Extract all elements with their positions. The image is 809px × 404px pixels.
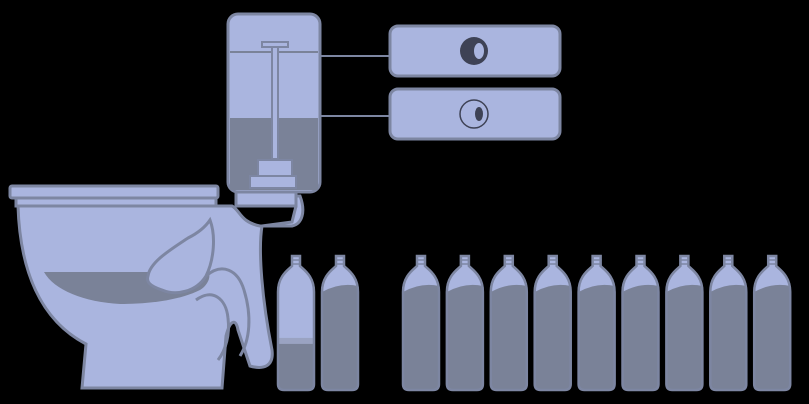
bottle-air xyxy=(278,286,314,340)
water-bottle xyxy=(401,254,441,392)
toilet-bowl xyxy=(16,194,305,390)
bottle-water xyxy=(710,284,747,390)
bottle-edge xyxy=(489,254,529,392)
seat-lid xyxy=(8,184,220,200)
bottle-water xyxy=(578,284,615,390)
bottle-water xyxy=(666,284,703,390)
bottles xyxy=(276,254,792,392)
water-bottle xyxy=(621,254,660,392)
bottle-water xyxy=(622,284,659,390)
bottle-edge xyxy=(401,254,441,392)
half-flush-button[interactable] xyxy=(388,87,562,141)
bottle-water xyxy=(490,284,527,390)
water-bottle xyxy=(577,254,616,392)
bottle-edge xyxy=(445,254,485,392)
bottle-edge xyxy=(533,254,572,392)
bottle-water xyxy=(534,284,571,390)
bottle-edge xyxy=(709,254,748,392)
cistern-tank xyxy=(226,12,322,208)
full-flush-bottles xyxy=(401,254,792,392)
bottle-edge xyxy=(621,254,660,392)
water-bottle xyxy=(752,254,792,392)
bowl-trap xyxy=(146,216,215,295)
toilet-seat xyxy=(8,184,220,208)
water-bottle xyxy=(489,254,529,392)
water-bottle xyxy=(320,254,360,392)
bottle-water xyxy=(322,284,358,390)
full-flush-icon xyxy=(460,37,488,65)
bottle-water xyxy=(446,284,483,390)
trap-channel-inner xyxy=(195,293,230,361)
bottle-edge xyxy=(665,254,704,392)
water-bottle xyxy=(445,254,485,392)
bottle-water xyxy=(403,284,439,390)
half-flush-bottles xyxy=(276,254,360,392)
bottle-fill-mark xyxy=(278,337,314,344)
full-flush-button[interactable] xyxy=(388,24,562,78)
bottle-edge xyxy=(577,254,616,392)
half-flush-icon xyxy=(459,99,489,129)
bottle-edge xyxy=(752,254,792,392)
bottle-edge xyxy=(320,254,360,392)
water-bottle xyxy=(665,254,704,392)
bottle-edge xyxy=(276,254,316,392)
water-bottle xyxy=(709,254,748,392)
water-bottle xyxy=(533,254,572,392)
seat-ring xyxy=(14,196,218,208)
trap-channel xyxy=(205,267,251,357)
water-bottle xyxy=(276,254,316,392)
flush-valve xyxy=(249,41,297,189)
bottle-water xyxy=(754,284,791,390)
